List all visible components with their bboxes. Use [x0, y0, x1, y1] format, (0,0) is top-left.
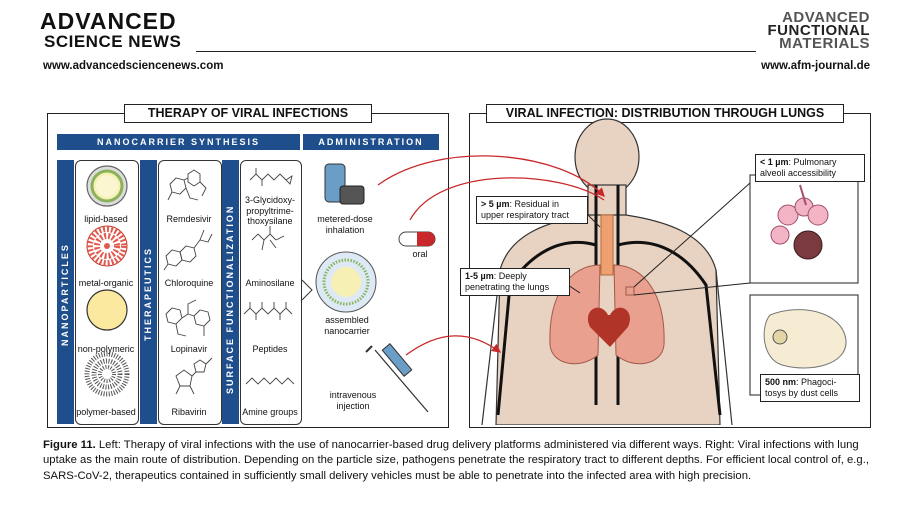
molecule-icons — [163, 169, 213, 395]
callout-phago-size: 500 nm — [765, 377, 797, 387]
np-label-polymer: polymer-based — [76, 407, 136, 417]
therapeutics-column — [158, 160, 222, 425]
callout-alveoli-size: < 1 µm — [760, 157, 789, 167]
administration-graphics — [301, 163, 436, 413]
caption-label: Figure 11. — [43, 439, 96, 451]
journal-line3: MATERIALS — [779, 35, 870, 52]
surface-label-aminosilane: Aminosilane — [245, 278, 295, 288]
polymer-based-icon — [84, 351, 130, 397]
surface-ligand-icons — [243, 168, 295, 385]
heart-icon — [587, 307, 631, 347]
callout-upper-text: : Residual in upper respiratory tract — [481, 199, 570, 220]
figure-caption: Figure 11. Left: Therapy of viral infect… — [43, 438, 873, 484]
metal-organic-icon — [86, 225, 128, 267]
lungs-icon — [549, 264, 665, 365]
callout-deep-size: 1-5 µm — [465, 271, 494, 281]
aminosilane-structure-icon — [251, 226, 285, 251]
admin-label-assembled: assembled nanocarrier — [324, 315, 370, 336]
glycidoxy-structure-icon — [249, 168, 293, 186]
chloroquine-structure-icon — [163, 229, 213, 271]
inhaler-icon — [324, 163, 365, 205]
journal-line2: FUNCTIONAL — [767, 22, 870, 39]
bar-nanocarrier-synthesis: NANOCARRIER SYNTHESIS — [57, 134, 300, 150]
admin-label-iv: intravenous injection — [329, 390, 377, 411]
np-label-metal: metal-organic — [78, 278, 134, 288]
callout-phagocytosis: 500 nm: Phagoci-tosys by dust cells — [760, 374, 860, 402]
vbar-surface: SURFACE FUNCTIONALIZATION — [222, 160, 239, 424]
np-label-lipid: lipid-based — [84, 214, 128, 224]
drug-label-ribavirin: Ribavirin — [171, 407, 207, 417]
surface-column — [240, 160, 302, 425]
right-panel-title: VIRAL INFECTION: DISTRIBUTION THROUGH LU… — [486, 104, 844, 123]
nanoparticle-icons — [84, 165, 130, 397]
callout-phago-text: : Phagoci-tosys by dust cells — [765, 377, 839, 398]
admin-label-inhalation: metered-dose inhalation — [317, 214, 373, 235]
journal-logo: ADVANCED FUNCTIONAL MATERIALS — [760, 9, 870, 52]
ribavirin-structure-icon — [175, 357, 213, 395]
trachea-icon — [600, 214, 614, 276]
journal-line1: ADVANCED — [782, 9, 870, 26]
admin-label-oral: oral — [412, 249, 428, 259]
callout-deep-text: : Deeply penetrating the lungs — [465, 271, 550, 292]
surface-label-glycidoxy: 3-Glycidoxy-propyltrime-thoxysilane — [244, 195, 295, 226]
body-lungs-illustration — [481, 118, 859, 425]
oral-capsule-icon — [398, 231, 436, 247]
drug-label-chloroquine: Chloroquine — [164, 278, 214, 288]
bar-administration: ADMINISTRATION — [303, 134, 439, 150]
caption-text: Left: Therapy of viral infections with t… — [43, 439, 869, 482]
url-right[interactable]: www.afm-journal.de — [761, 60, 870, 72]
lopinavir-structure-icon — [165, 299, 211, 337]
drug-label-lopinavir: Lopinavir — [170, 344, 208, 354]
header-rule — [196, 51, 756, 52]
np-label-nonpolymeric: non-polymeric — [77, 344, 135, 354]
callout-deep-lungs: 1-5 µm: Deeply penetrating the lungs — [460, 268, 570, 296]
syringe-icon — [365, 343, 429, 413]
surface-label-amine: Amine groups — [242, 407, 298, 417]
callout-upper-size: > 5 µm — [481, 199, 510, 209]
peptides-structure-icon — [243, 302, 293, 320]
alveoli-inset — [749, 174, 859, 284]
surface-label-peptides: Peptides — [252, 344, 288, 354]
arrow-oral — [409, 177, 605, 221]
brand-advanced: ADVANCED — [40, 8, 177, 34]
arrow-iv — [405, 335, 502, 356]
lipid-based-icon — [86, 165, 128, 207]
remdesivir-structure-icon — [167, 169, 207, 201]
non-polymeric-icon — [86, 289, 128, 331]
bracket-arrow — [301, 279, 313, 301]
left-panel-title: THERAPY OF VIRAL INFECTIONS — [124, 104, 372, 123]
url-left[interactable]: www.advancedsciencenews.com — [43, 60, 224, 72]
callout-alveoli-text: : Pulmonary alveoli accessibility — [760, 157, 837, 178]
arrow-inhalation — [377, 155, 605, 197]
brand-science-news: SCIENCE NEWS — [44, 32, 182, 51]
callout-connectors — [564, 182, 751, 296]
vbar-nanoparticles: NANOPARTICLES — [57, 160, 74, 424]
amine-groups-structure-icon — [245, 377, 295, 385]
assembled-nanocarrier-icon — [315, 251, 377, 313]
callout-alveoli: < 1 µm: Pulmonary alveoli accessibility — [755, 154, 865, 182]
vbar-therapeutics: THERAPEUTICS — [140, 160, 157, 424]
drug-label-remdesivir: Remdesivir — [166, 214, 212, 224]
callout-upper-tract: > 5 µm: Residual in upper respiratory tr… — [476, 196, 588, 224]
